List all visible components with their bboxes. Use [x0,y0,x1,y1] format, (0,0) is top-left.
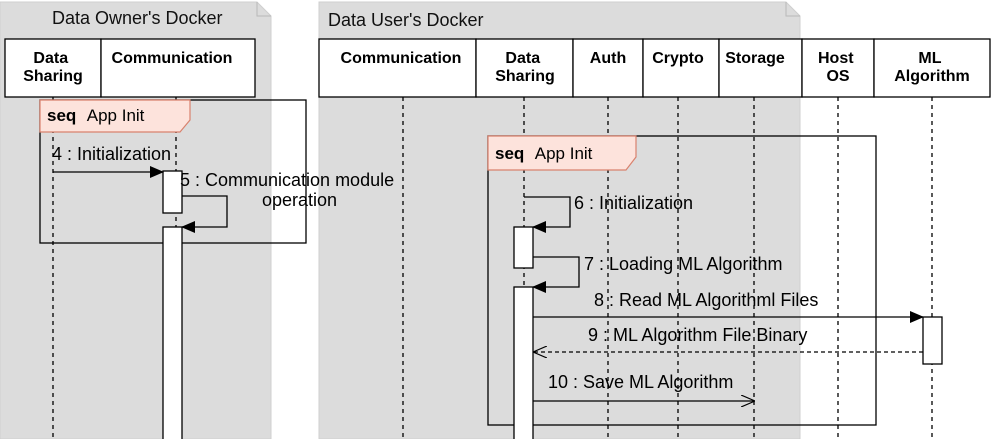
participant-storage-label: Storage [725,50,785,67]
participant-host-os-label: Host OS [818,50,858,85]
message-4-label: 4 : Initialization [52,144,171,164]
message-6-label: 6 : Initialization [574,193,693,213]
participant-user-data-sharing-box [475,38,574,98]
message-7-arrow [532,256,580,293]
participant-user-data-sharing-label: Data Sharing [495,50,555,85]
participant-storage-box [718,38,803,98]
message-7-label: 7 : Loading ML Algorithm [584,254,782,274]
participant-owner-communication-label: Communication [112,50,233,67]
participant-ml-algorithm-box [873,38,991,98]
message-10-label: 10 : Save ML Algorithm [548,372,733,392]
participant-auth-label: Auth [590,50,626,67]
participant-owner-communication-box [100,38,256,98]
participant-owner-data-sharing-label: Data Sharing [23,50,83,85]
message-5-arrow [181,195,228,233]
participant-host-os-box [801,38,875,98]
message-5-label-line2: operation [262,190,337,210]
owner-seq-frame: seq App Init [39,99,307,244]
user-seq-frame: seq App Init [487,135,877,426]
participant-owner-data-sharing-box [4,38,102,98]
user-docker-label: Data User's Docker [328,10,483,30]
activation-user-data-sharing-1 [513,226,534,269]
activation-ml-algorithm [922,316,943,365]
activation-owner-communication-2 [162,226,183,439]
activation-user-data-sharing-2 [513,286,534,439]
owner-docker-label: Data Owner's Docker [52,8,223,28]
participant-crypto-label: Crypto [652,50,704,67]
participant-user-communication-label: Communication [341,50,462,67]
participant-crypto-box [642,38,720,98]
message-6-arrow [524,196,571,233]
participant-ml-algorithm-label: ML Algorithm [894,50,970,85]
participant-auth-box [572,38,644,98]
message-8-label: 8 : Read ML Algorithml Files [594,290,818,310]
participant-user-communication-box [318,38,477,98]
user-frame-label: seq App Init [495,144,593,163]
activation-owner-communication-1 [162,170,183,214]
message-9-label: 9 : ML Algorithm File Binary [588,325,807,345]
message-5-label-line1: 5 : Communication module [180,170,394,190]
user-docker-container: Data User's Docker [318,1,801,439]
owner-frame-label: seq App Init [47,106,145,125]
